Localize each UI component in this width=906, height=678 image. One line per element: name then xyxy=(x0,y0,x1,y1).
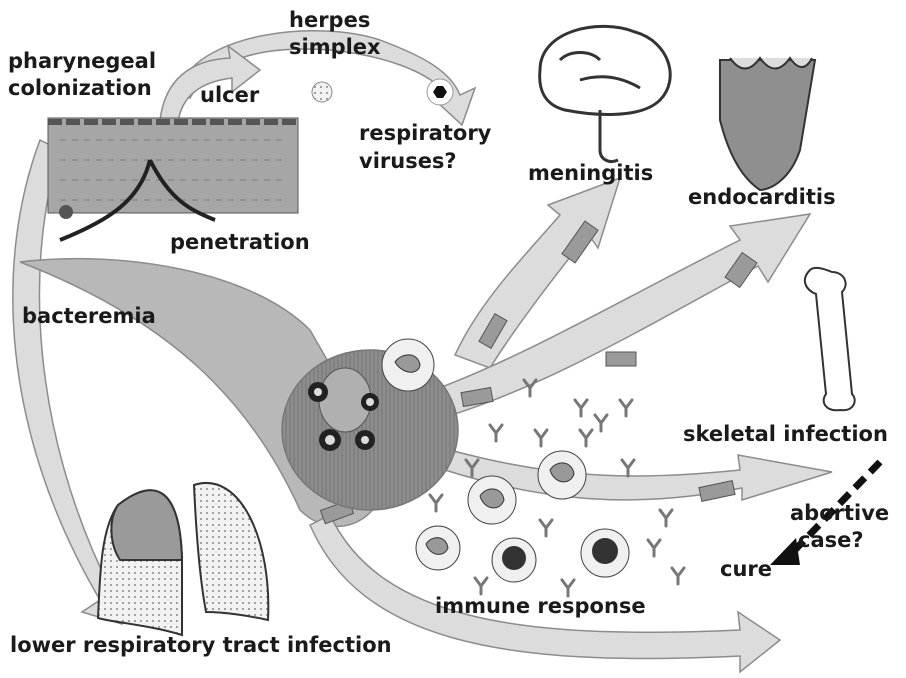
label-endocarditis: endocarditis xyxy=(688,184,836,210)
label-lower-respiratory: lower respiratory tract infection xyxy=(10,632,392,658)
label-ulcer: ulcer xyxy=(200,82,259,108)
label-immune-response: immune response xyxy=(435,593,646,619)
lungs-icon xyxy=(98,483,268,635)
label-respiratory-line1: respiratory xyxy=(359,120,491,146)
label-abortive-line2: case? xyxy=(798,527,864,553)
label-bacteremia: bacteremia xyxy=(22,303,156,329)
label-abortive-line1: abortive xyxy=(790,500,889,526)
brain-icon xyxy=(540,26,671,161)
label-skeletal-infection: skeletal infection xyxy=(683,421,888,447)
bacterium-icon xyxy=(606,352,636,366)
label-herpes: herpes xyxy=(289,7,370,33)
label-pharyngeal-line2: colonization xyxy=(8,75,152,101)
label-penetration: penetration xyxy=(170,229,310,255)
label-simplex: simplex xyxy=(289,34,381,60)
virus-icon xyxy=(312,82,332,102)
label-respiratory-line2: viruses? xyxy=(359,148,457,174)
heart-icon xyxy=(720,58,815,190)
bone-icon xyxy=(805,268,855,410)
label-cure: cure xyxy=(720,556,772,582)
pharyngeal-epithelium xyxy=(48,118,298,240)
virus-icon xyxy=(427,79,453,105)
label-meningitis: meningitis xyxy=(528,160,653,186)
label-pharyngeal-line1: pharynegeal xyxy=(8,48,156,74)
